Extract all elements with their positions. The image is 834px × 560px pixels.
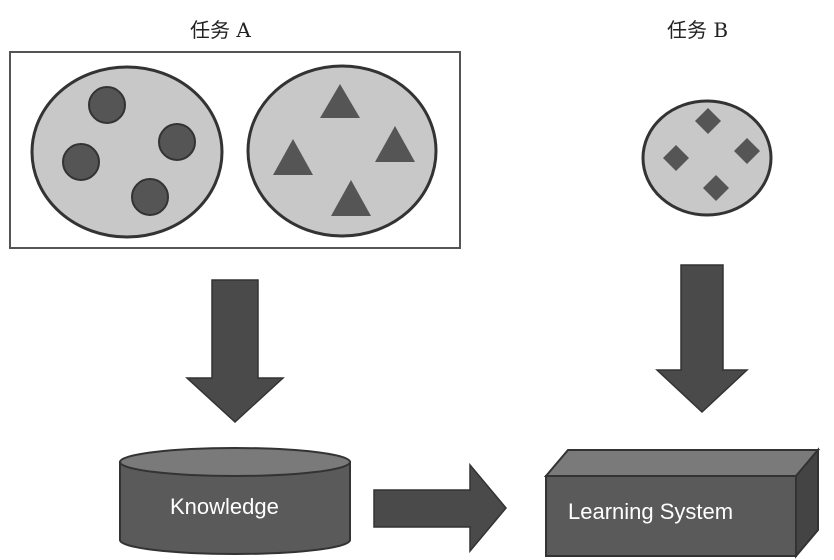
arrow-down-task-a bbox=[185, 279, 285, 424]
dot bbox=[158, 123, 196, 161]
triangle bbox=[375, 126, 415, 162]
arrow-right-knowledge-to-system bbox=[373, 462, 507, 554]
task-a-label: 任务 A bbox=[190, 18, 251, 42]
task-a-triangles-group bbox=[246, 64, 438, 238]
task-a-circle-dots bbox=[30, 65, 224, 239]
task-a-circle-triangles bbox=[246, 64, 438, 238]
knowledge-label: Knowledge bbox=[170, 494, 279, 519]
learning-system-label: Learning System bbox=[568, 499, 734, 524]
task-b-circle-diamonds bbox=[641, 99, 773, 217]
triangle bbox=[331, 180, 371, 216]
learning-system-box bbox=[543, 447, 821, 559]
dot bbox=[131, 178, 169, 216]
triangle bbox=[273, 139, 313, 175]
dot bbox=[62, 143, 100, 181]
task-b-diamonds-group bbox=[641, 99, 773, 217]
diamond bbox=[734, 138, 760, 164]
arrow-down-task-b bbox=[655, 264, 749, 414]
task-b-label: 任务 B bbox=[667, 18, 729, 42]
diamond bbox=[703, 175, 729, 201]
knowledge-cylinder bbox=[119, 447, 351, 555]
triangle bbox=[320, 84, 360, 118]
diamond bbox=[663, 145, 689, 171]
task-a-dots-group bbox=[30, 65, 224, 239]
diamond bbox=[695, 108, 721, 134]
dot bbox=[88, 86, 126, 124]
